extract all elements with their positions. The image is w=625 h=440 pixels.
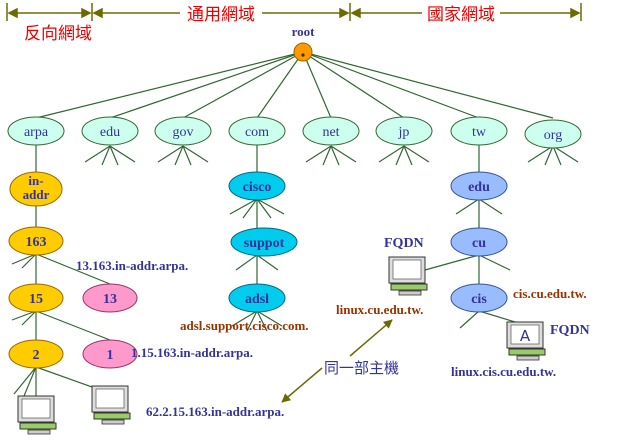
node-15: 15 <box>8 283 64 313</box>
label-13-163-in-addr-arpa: 13.163.in-addr.arpa. <box>76 258 188 273</box>
tld-label: gov <box>173 125 194 140</box>
tld-node-com: com <box>228 116 286 146</box>
node-13: 13 <box>82 283 138 313</box>
computer-icon <box>91 385 131 425</box>
node-15-label: 15 <box>29 292 43 307</box>
label-adsl-support-cisco-com: adsl.support.cisco.com. <box>180 318 309 333</box>
in-addr-label: in-addr <box>23 173 50 202</box>
reverse-domain-label: 反向網域 <box>24 24 92 44</box>
node-1: 1 <box>82 339 138 369</box>
header-section <box>6 3 582 21</box>
tld-node-net: net <box>302 116 360 146</box>
label-1-15-163-in-addr-arpa: 1.15.163.in-addr.arpa. <box>131 345 253 360</box>
node-adsl-label: adsl <box>245 292 269 307</box>
tld-node-edu: edu <box>81 116 139 146</box>
arrow-to-linux-cu <box>349 319 393 357</box>
node-cis-label: cis <box>471 292 487 307</box>
computer-icon <box>388 256 428 296</box>
node-suppot-label: suppot <box>244 236 285 251</box>
root-label: root <box>292 24 316 39</box>
tld-label: tw <box>472 125 487 140</box>
tree-edges <box>11 51 579 398</box>
tld-node-org: org <box>524 119 582 149</box>
root-node <box>293 42 313 62</box>
generic-domain-label: 通用網域 <box>187 5 255 25</box>
fqdn-label-1: FQDN <box>384 236 424 251</box>
tld-label: org <box>544 128 562 143</box>
tld-node-arpa: arpa <box>7 116 65 146</box>
same-host-arrows <box>281 319 393 403</box>
node-13-label: 13 <box>103 292 117 307</box>
label-62-2-15-163-in-addr-arpa: 62.2.15.163.in-addr.arpa. <box>146 404 284 419</box>
node-adsl: adsl <box>228 283 286 313</box>
tld-node-jp: jp <box>375 116 433 146</box>
label-linux-cu-edu-tw: linux.cu.edu.tw. <box>336 302 423 317</box>
node-cu: cu <box>450 227 508 257</box>
node-cis: cis <box>450 283 508 313</box>
node-in-addr: in-addr <box>9 171 63 207</box>
tld-label: com <box>245 125 269 140</box>
computer-icon <box>17 395 57 435</box>
node-cisco-label: cisco <box>243 180 272 195</box>
monitor-letter: A <box>520 327 531 345</box>
tld-label: edu <box>100 125 120 140</box>
in-addr-line-2: addr <box>23 187 50 202</box>
tld-node-gov: gov <box>154 116 212 146</box>
label-cis-cu-edu-tw: cis.cu.edu.tw. <box>513 286 587 301</box>
node-163-label: 163 <box>26 235 47 250</box>
label-linux-cis-cu-edu-tw: linux.cis.cu.edu.tw. <box>451 364 556 379</box>
node-1-label: 1 <box>107 348 114 363</box>
tld-row: arpa edu gov com net jp tw org <box>7 116 582 149</box>
tld-label: arpa <box>24 125 49 140</box>
country-domain-label: 國家網域 <box>427 5 495 25</box>
node-163: 163 <box>8 226 64 256</box>
node-2-label: 2 <box>33 348 40 363</box>
same-host-label: 同一部主機 <box>324 359 399 377</box>
arrow-to-reverse-entry <box>281 367 323 403</box>
node-suppot: suppot <box>230 227 298 257</box>
computer-icon: A <box>506 321 546 361</box>
node-cu-label: cu <box>472 236 486 251</box>
tld-node-tw: tw <box>450 116 508 146</box>
node-tw-edu: edu <box>450 171 508 201</box>
node-2: 2 <box>8 339 64 369</box>
tld-label: jp <box>398 125 410 140</box>
tld-label: net <box>322 125 339 140</box>
fqdn-label-2: FQDN <box>550 323 590 338</box>
node-cisco: cisco <box>228 171 286 201</box>
node-tw-edu-label: edu <box>468 180 490 195</box>
in-addr-line-1: in- <box>28 173 43 188</box>
